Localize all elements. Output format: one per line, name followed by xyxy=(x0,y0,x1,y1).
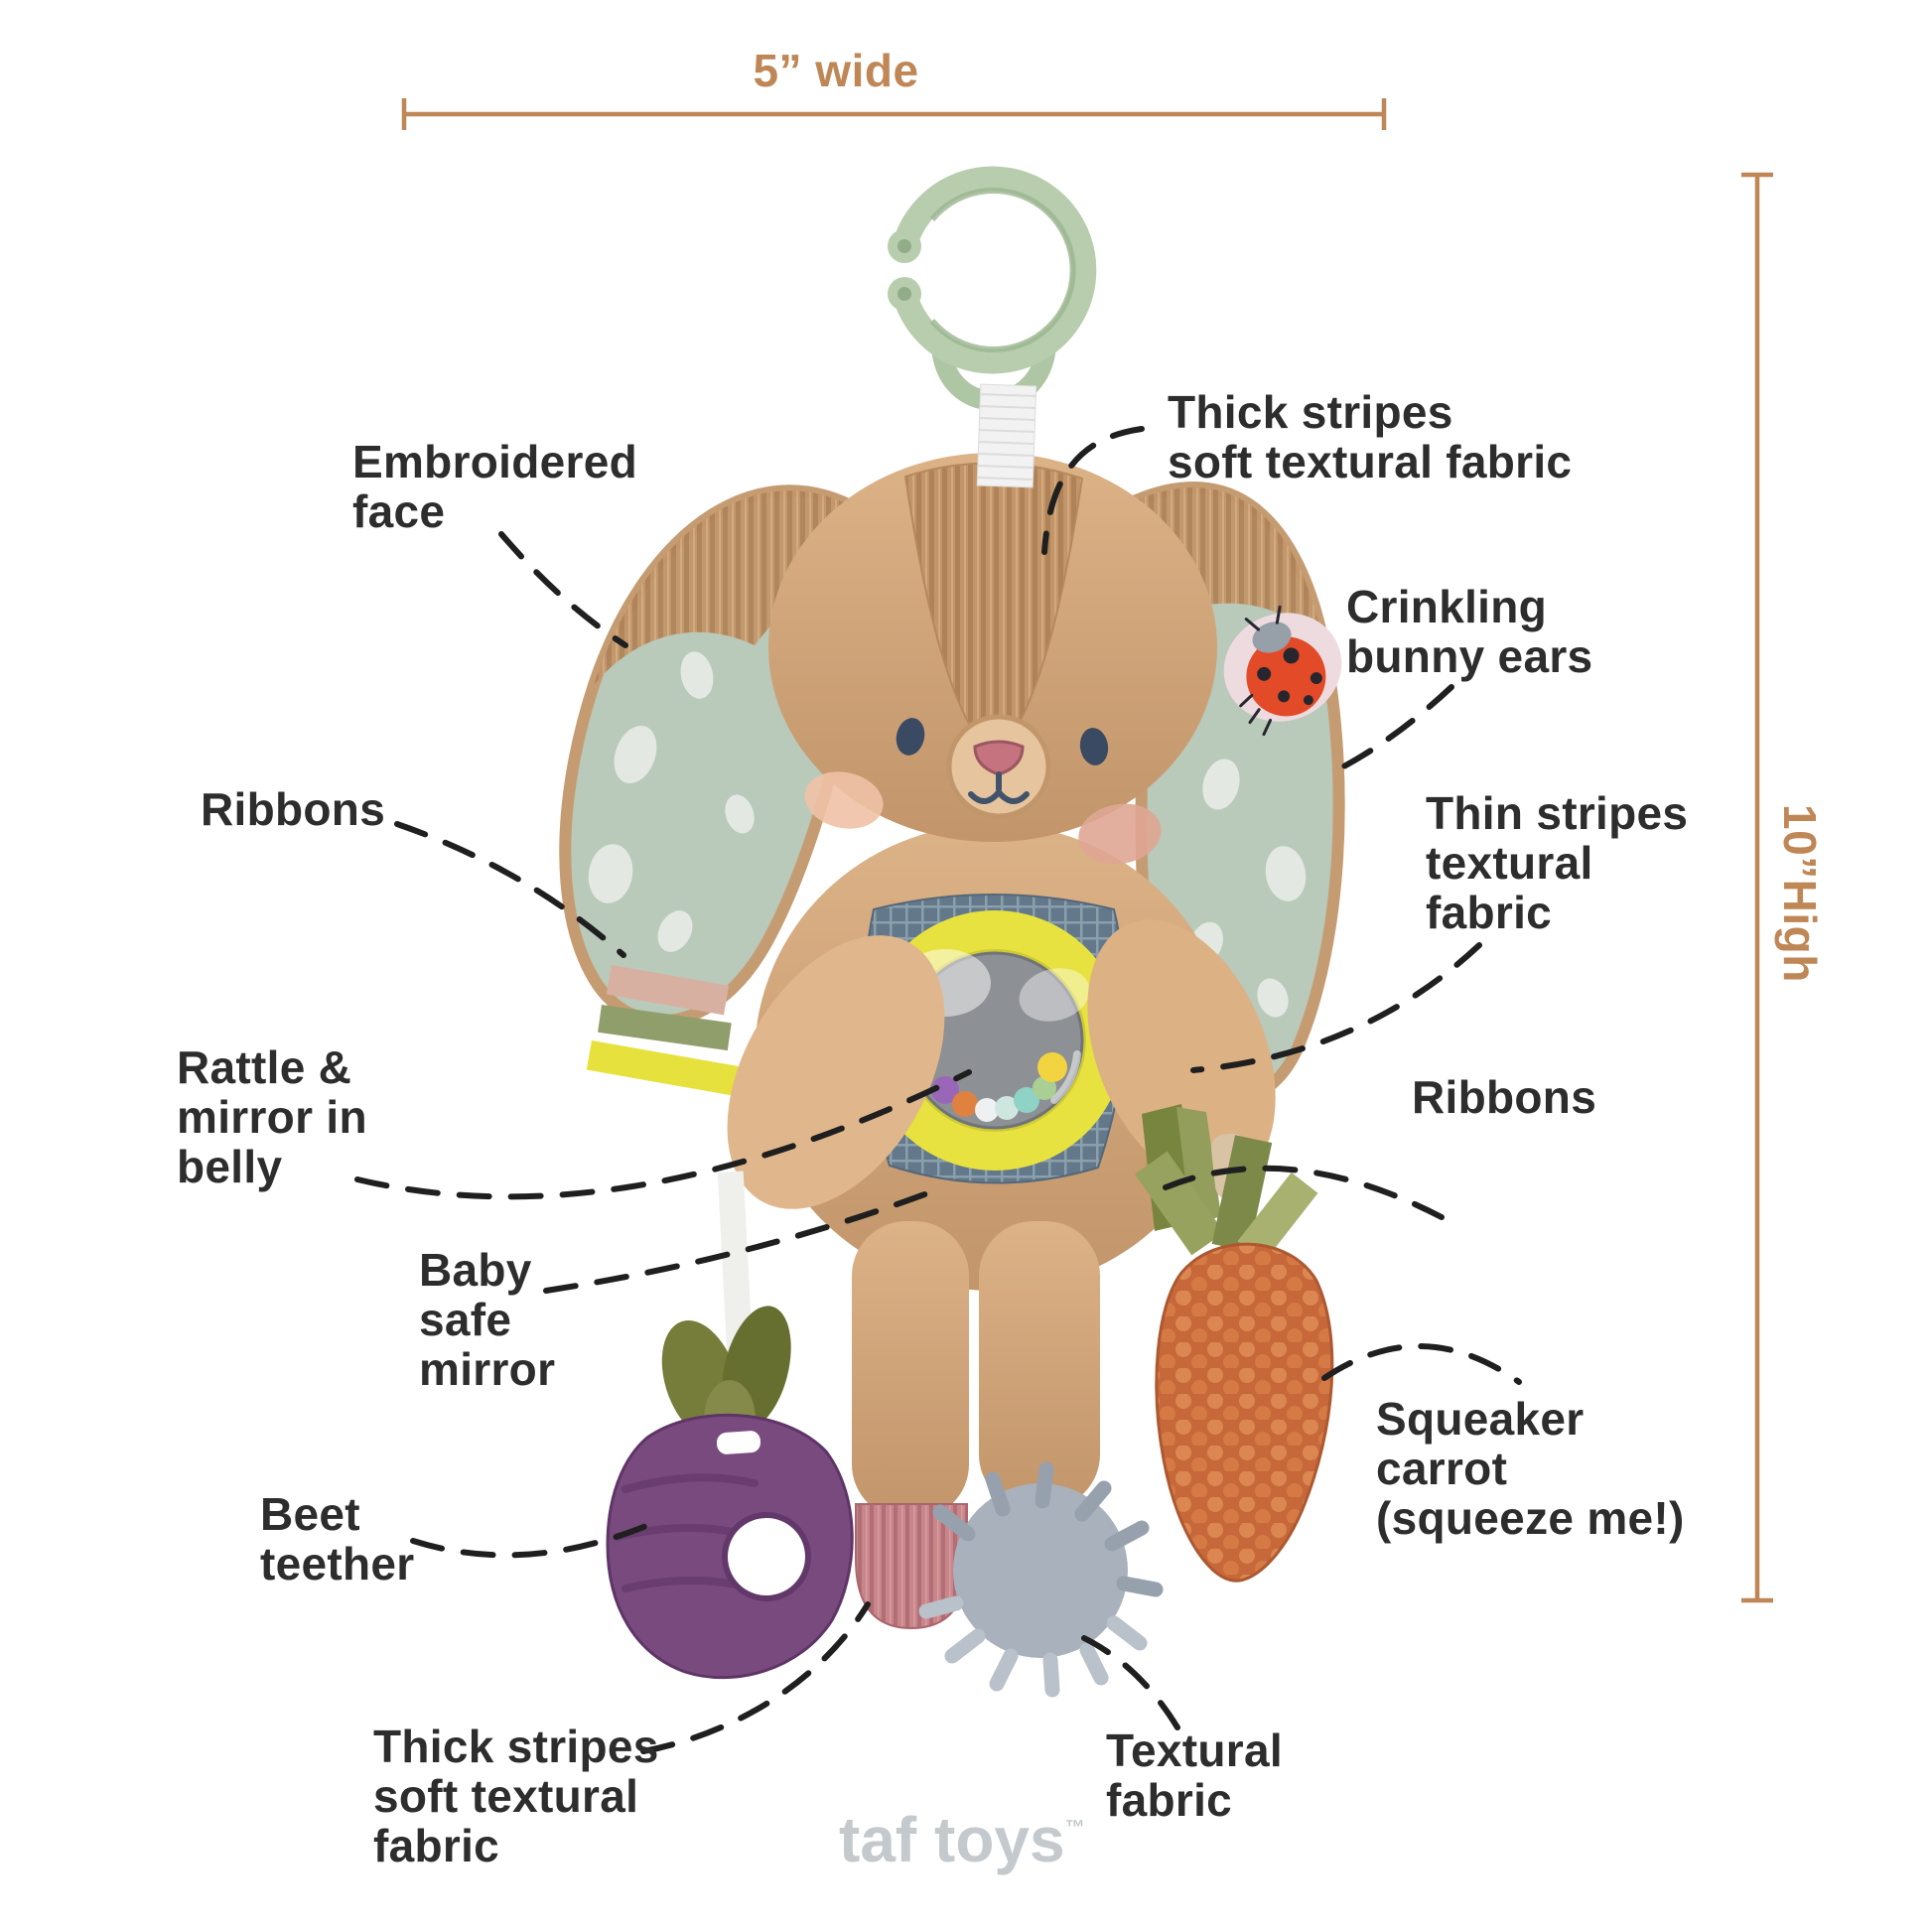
leader-ribbons-left xyxy=(394,821,626,958)
right-eye xyxy=(1079,728,1109,765)
ear-petal-pattern xyxy=(588,651,755,952)
left-eye xyxy=(896,718,925,756)
annotation-textural-fabric: Textural fabric xyxy=(1106,1725,1283,1826)
width-measure-line xyxy=(401,98,1387,130)
trademark-symbol: ™ xyxy=(1064,1817,1085,1839)
embroidered-face xyxy=(804,714,1162,865)
leader-thin-stripes xyxy=(1190,942,1482,1073)
height-measure-line xyxy=(1741,172,1773,1603)
carrot-leaf-ribbon xyxy=(1134,1151,1225,1256)
width-measurement-label: 5” wide xyxy=(753,45,919,96)
annotation-ribbons-left: Ribbons xyxy=(201,783,386,835)
leader-ribbons-right xyxy=(1163,1165,1445,1220)
annotation-beet-teether: Beet teether xyxy=(260,1488,415,1589)
c-ring xyxy=(892,166,1097,374)
leader-thick-stripes-bottom xyxy=(640,1601,871,1754)
leader-squeaker-carrot xyxy=(1321,1343,1522,1385)
teether-hole xyxy=(722,1512,811,1601)
annotation-squeaker-carrot: Squeaker carrot (squeeze me!) xyxy=(1376,1393,1685,1544)
taf-toys-logo: taf toys™ xyxy=(839,1803,1085,1876)
left-arm xyxy=(727,935,945,1209)
right-arm xyxy=(1087,919,1276,1185)
bunny-toy xyxy=(559,166,1345,1698)
squeaker-carrot xyxy=(1134,1104,1334,1583)
leader-embroidered-face xyxy=(498,531,628,648)
ribbon-strap xyxy=(976,383,1037,488)
ribbon-tabs xyxy=(586,964,739,1096)
annotation-thick-stripes-top: Thick stripes soft textural fabric xyxy=(1168,386,1573,487)
leader-rattle-mirror xyxy=(354,1069,972,1200)
logo-text: taf toys xyxy=(839,1804,1065,1875)
hanging-ring-clip xyxy=(888,166,1097,488)
annotation-thick-stripes-bottom: Thick stripes soft textural fabric xyxy=(373,1721,659,1871)
leader-lines xyxy=(354,426,1522,1754)
ladybug-patch xyxy=(1223,605,1342,737)
right-cheek xyxy=(1078,803,1162,865)
carrot-body xyxy=(1155,1242,1334,1583)
leader-crinkling-ears xyxy=(1329,684,1454,775)
annotation-ribbons-right: Ribbons xyxy=(1412,1071,1597,1123)
leader-thick-stripes-top xyxy=(1041,426,1145,555)
leader-textural-fabric xyxy=(1081,1635,1180,1730)
carrot-leaf-ribbon xyxy=(1237,1172,1318,1263)
left-leg xyxy=(852,1221,969,1519)
annotation-thin-stripes: Thin stripes textural fabric xyxy=(1426,787,1689,938)
rattle-beads xyxy=(931,1052,1067,1122)
height-measurement-label: 10”High xyxy=(1774,804,1826,983)
annotation-rattle-mirror-belly: Rattle & mirror in belly xyxy=(177,1041,367,1192)
annotation-embroidered-face: Embroidered face xyxy=(352,436,638,537)
textural-pom-foot xyxy=(918,1461,1164,1698)
mouth-stitch xyxy=(968,789,1030,804)
right-leg xyxy=(979,1221,1100,1509)
annotation-baby-safe-mirror: Baby safe mirror xyxy=(419,1244,556,1395)
leader-baby-safe-mirror xyxy=(543,1186,941,1294)
annotation-crinkling-bunny-ears: Crinkling bunny ears xyxy=(1346,581,1593,682)
left-cheek xyxy=(804,771,884,829)
beet-teether xyxy=(606,1171,854,1680)
leader-beet-teether xyxy=(410,1520,656,1559)
carrot-leaf-ribbon xyxy=(1211,1135,1273,1252)
nose xyxy=(973,740,1025,776)
